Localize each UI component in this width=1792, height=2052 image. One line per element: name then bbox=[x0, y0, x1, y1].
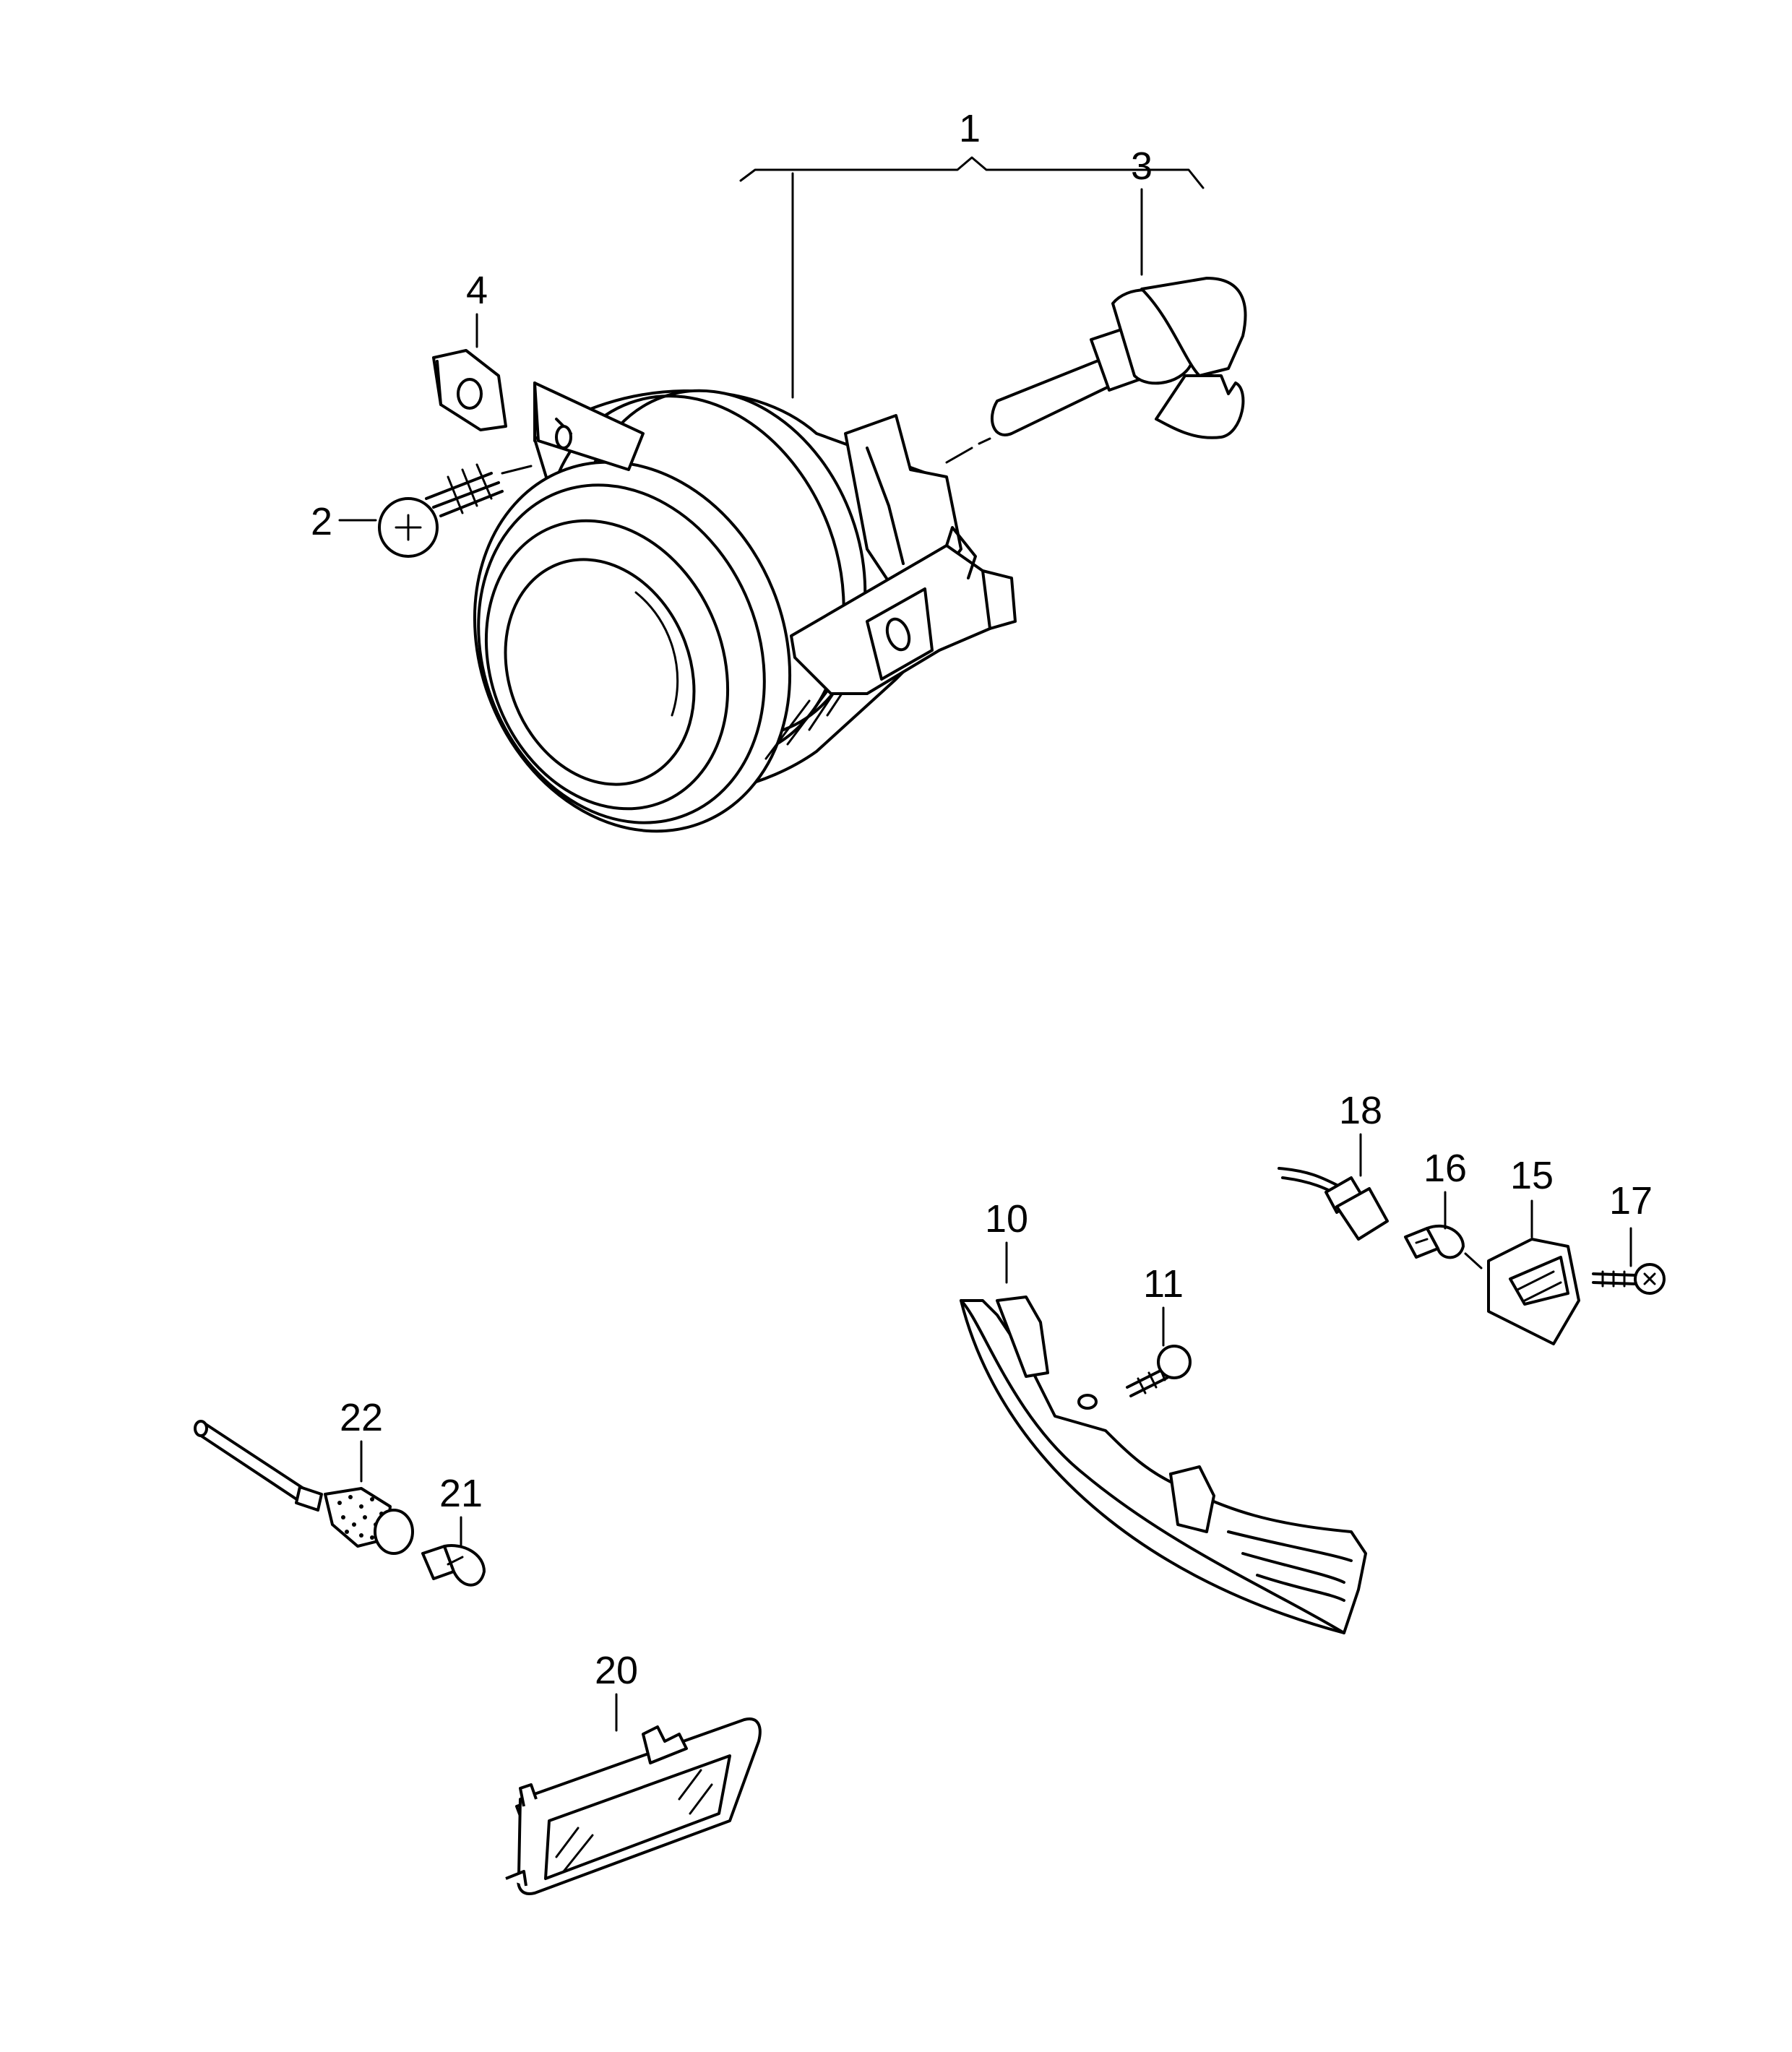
wedge-bulb: 21 bbox=[421, 1472, 486, 1587]
bulb-socket-cable: 22 bbox=[194, 1396, 414, 1555]
callout-number-21: 21 bbox=[439, 1472, 483, 1515]
callout-number-10: 10 bbox=[985, 1197, 1028, 1241]
side-marker-light: 20 bbox=[505, 1649, 762, 1895]
callout-number-4: 4 bbox=[466, 269, 488, 312]
callout-number-18: 18 bbox=[1339, 1089, 1382, 1132]
callout-number-15: 15 bbox=[1510, 1154, 1554, 1197]
wiring-connector: 18 bbox=[1278, 1089, 1389, 1241]
fog-lamp-assembly bbox=[473, 381, 1017, 833]
callout-number-22: 22 bbox=[340, 1396, 383, 1439]
bulb-holder: 15 bbox=[1464, 1154, 1580, 1345]
holder-screw: 17 bbox=[1592, 1179, 1666, 1295]
indicator-screw: 11 bbox=[1126, 1262, 1192, 1397]
tapping-screw: 2 bbox=[311, 463, 533, 558]
callout-number-16: 16 bbox=[1423, 1147, 1467, 1190]
callout-number-2: 2 bbox=[311, 500, 332, 543]
fog-lamp-bulb: 3 bbox=[945, 145, 1247, 464]
callout-1: 1 bbox=[739, 107, 1205, 399]
callout-number-1: 1 bbox=[959, 107, 981, 150]
callout-number-3: 3 bbox=[1131, 145, 1153, 188]
callout-number-17: 17 bbox=[1609, 1179, 1653, 1223]
spring-clip: 4 bbox=[432, 269, 507, 431]
callout-number-11: 11 bbox=[1143, 1262, 1184, 1306]
callout-number-20: 20 bbox=[595, 1649, 638, 1692]
turn-signal-light: 10 bbox=[960, 1197, 1367, 1634]
indicator-bulb: 16 bbox=[1404, 1147, 1467, 1259]
